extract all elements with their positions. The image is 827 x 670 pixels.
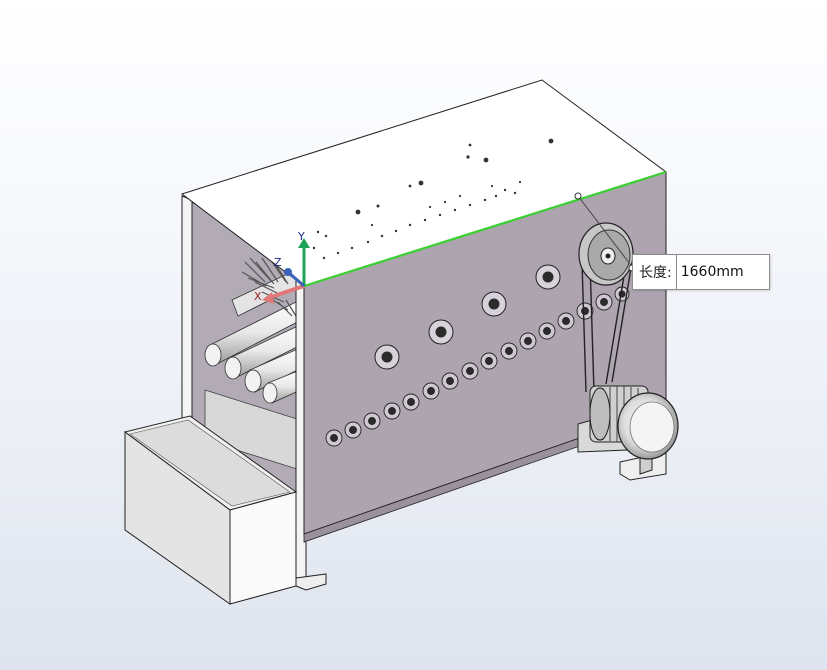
- dimension-leader: [577, 195, 634, 269]
- triad-y-label: Y: [298, 230, 305, 243]
- dimension-value-field[interactable]: 1660mm: [676, 255, 769, 289]
- triad-x-label: X: [254, 290, 262, 303]
- large-pulley: [578, 222, 634, 286]
- dimension-grip-icon[interactable]: [574, 192, 582, 200]
- dimension-label: 长度:: [633, 255, 677, 289]
- triad-z-label: Z: [274, 256, 282, 269]
- dimension-callout[interactable]: 长度: 1660mm: [632, 254, 770, 290]
- coordinate-triad-icon[interactable]: [262, 238, 310, 304]
- selected-edge[interactable]: [303, 170, 667, 288]
- bearing-row-upper: [374, 264, 561, 370]
- drive-belt: [581, 261, 633, 393]
- top-holes: [312, 138, 554, 260]
- hopper: [123, 415, 298, 605]
- motor: [589, 385, 679, 460]
- bearing-row-lower: [325, 286, 630, 447]
